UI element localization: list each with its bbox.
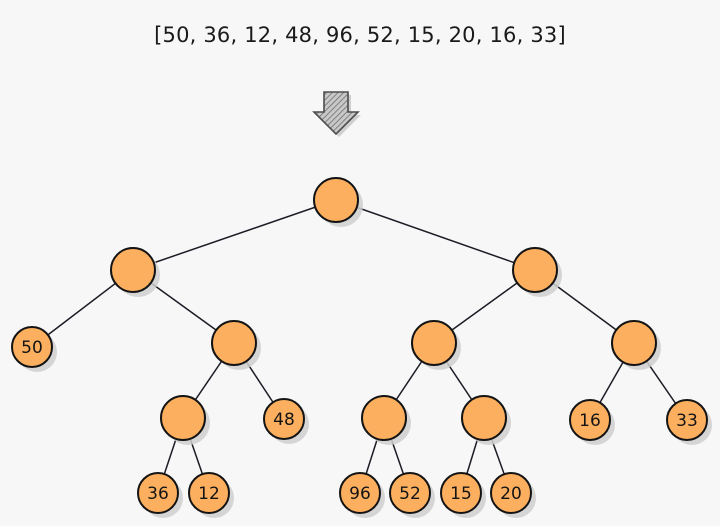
tree-node[interactable] (411, 320, 461, 370)
node-circle[interactable] (313, 177, 359, 223)
node-circle[interactable] (160, 395, 206, 441)
node-circle[interactable] (611, 320, 657, 366)
node-circle[interactable] (389, 472, 431, 514)
tree-node[interactable] (160, 395, 210, 445)
node-circle[interactable] (512, 247, 558, 293)
input-array-label: [50, 36, 12, 48, 96, 52, 15, 20, 16, 33] (154, 23, 566, 47)
tree-node[interactable]: 96 (339, 472, 385, 518)
tree-node[interactable]: 15 (440, 472, 486, 518)
node-circle[interactable] (461, 395, 507, 441)
tree-edges (31, 199, 688, 494)
down-arrow-icon (312, 91, 361, 137)
tree-node[interactable] (110, 247, 160, 297)
node-circle[interactable] (411, 320, 457, 366)
node-circle[interactable] (490, 472, 532, 514)
tree-edge (335, 199, 536, 271)
tree-node[interactable] (512, 247, 562, 297)
node-circle[interactable] (666, 399, 708, 441)
tree-node[interactable]: 16 (569, 399, 615, 445)
node-circle[interactable] (263, 398, 305, 440)
tree-node[interactable] (211, 320, 261, 370)
tree-node[interactable]: 48 (263, 398, 309, 444)
tree-node[interactable]: 36 (137, 472, 183, 518)
node-circle[interactable] (361, 395, 407, 441)
node-circle[interactable] (440, 472, 482, 514)
node-circle[interactable] (110, 247, 156, 293)
node-circle[interactable] (137, 472, 179, 514)
tree-node[interactable] (313, 177, 363, 227)
tree-node[interactable] (361, 395, 411, 445)
node-circle[interactable] (11, 326, 53, 368)
tree-node[interactable] (461, 395, 511, 445)
tree-edge (132, 199, 337, 271)
node-circle[interactable] (188, 472, 230, 514)
tree-node[interactable]: 12 (188, 472, 234, 518)
tree-node[interactable]: 33 (666, 399, 712, 445)
node-circle[interactable] (569, 399, 611, 441)
node-circle[interactable] (211, 320, 257, 366)
tree-node[interactable]: 20 (490, 472, 536, 518)
tree-node[interactable] (611, 320, 661, 370)
node-circle[interactable] (339, 472, 381, 514)
tree-node[interactable]: 52 (389, 472, 435, 518)
